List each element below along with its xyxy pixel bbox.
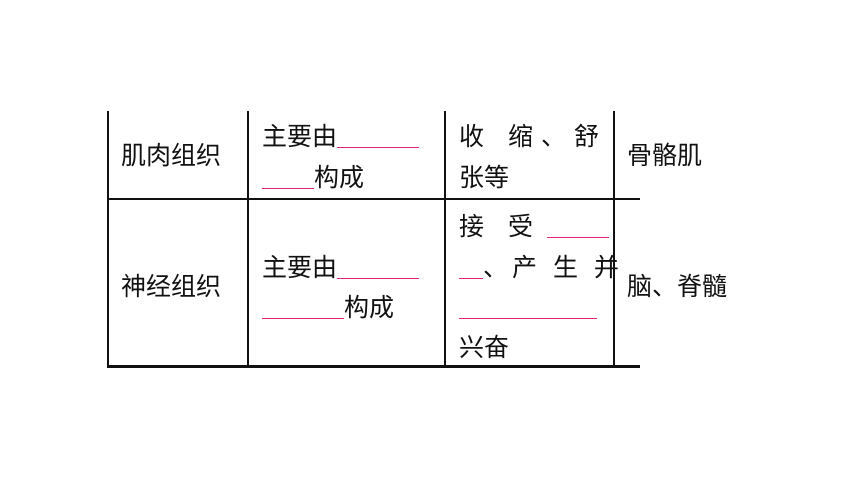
row2-function-line1: 接 受 [459, 212, 609, 241]
row2-function-line3 [459, 293, 597, 322]
row1-function-line2: 张等 [459, 163, 510, 192]
row1-example: 骨骼肌 [627, 141, 703, 170]
row1-tissue-name: 肌肉组织 [121, 141, 222, 170]
row2-function-blank-c[interactable] [459, 315, 597, 319]
row2-function-line1-text: 接 受 [459, 212, 541, 241]
tissue-table: 肌肉组织 主要由 构成 收 缩、舒 张等 骨骼肌 神经组织 主要由 构成 接 受… [107, 111, 727, 368]
row2-composition-suffix: 构成 [344, 293, 395, 322]
row2-composition-line2: 构成 [262, 293, 394, 322]
row1-composition-line1: 主要由 [262, 122, 420, 151]
row1-composition-line2: 构成 [262, 163, 364, 192]
row2-composition-blank-b[interactable] [262, 315, 344, 319]
row1-function-line1: 收 缩、舒 [459, 122, 607, 151]
row1-composition-suffix: 构成 [314, 163, 365, 192]
table-divider-col2 [444, 111, 446, 367]
row2-function-blank-b[interactable] [459, 275, 483, 279]
table-border-bottom [107, 365, 640, 368]
row2-function-line2-text: 、产 生 并 [483, 253, 623, 282]
row2-composition-line1: 主要由 [262, 253, 420, 282]
table-divider-col3 [613, 111, 615, 367]
row2-composition-prefix: 主要由 [262, 253, 338, 282]
row2-function-line2: 、产 生 并 [459, 253, 623, 282]
row2-function-line4: 兴奋 [459, 333, 510, 362]
row2-example: 脑、脊髓 [627, 272, 728, 301]
row1-composition-blank-b[interactable] [262, 185, 314, 189]
row2-function-blank-a[interactable] [546, 234, 609, 238]
row1-composition-blank-a[interactable] [337, 144, 420, 148]
row1-composition-prefix: 主要由 [262, 122, 338, 151]
row2-tissue-name: 神经组织 [121, 272, 222, 301]
row2-composition-blank-a[interactable] [337, 275, 420, 279]
table-row-divider [107, 198, 640, 200]
table-border-left [107, 111, 109, 367]
table-divider-col1 [247, 111, 249, 367]
